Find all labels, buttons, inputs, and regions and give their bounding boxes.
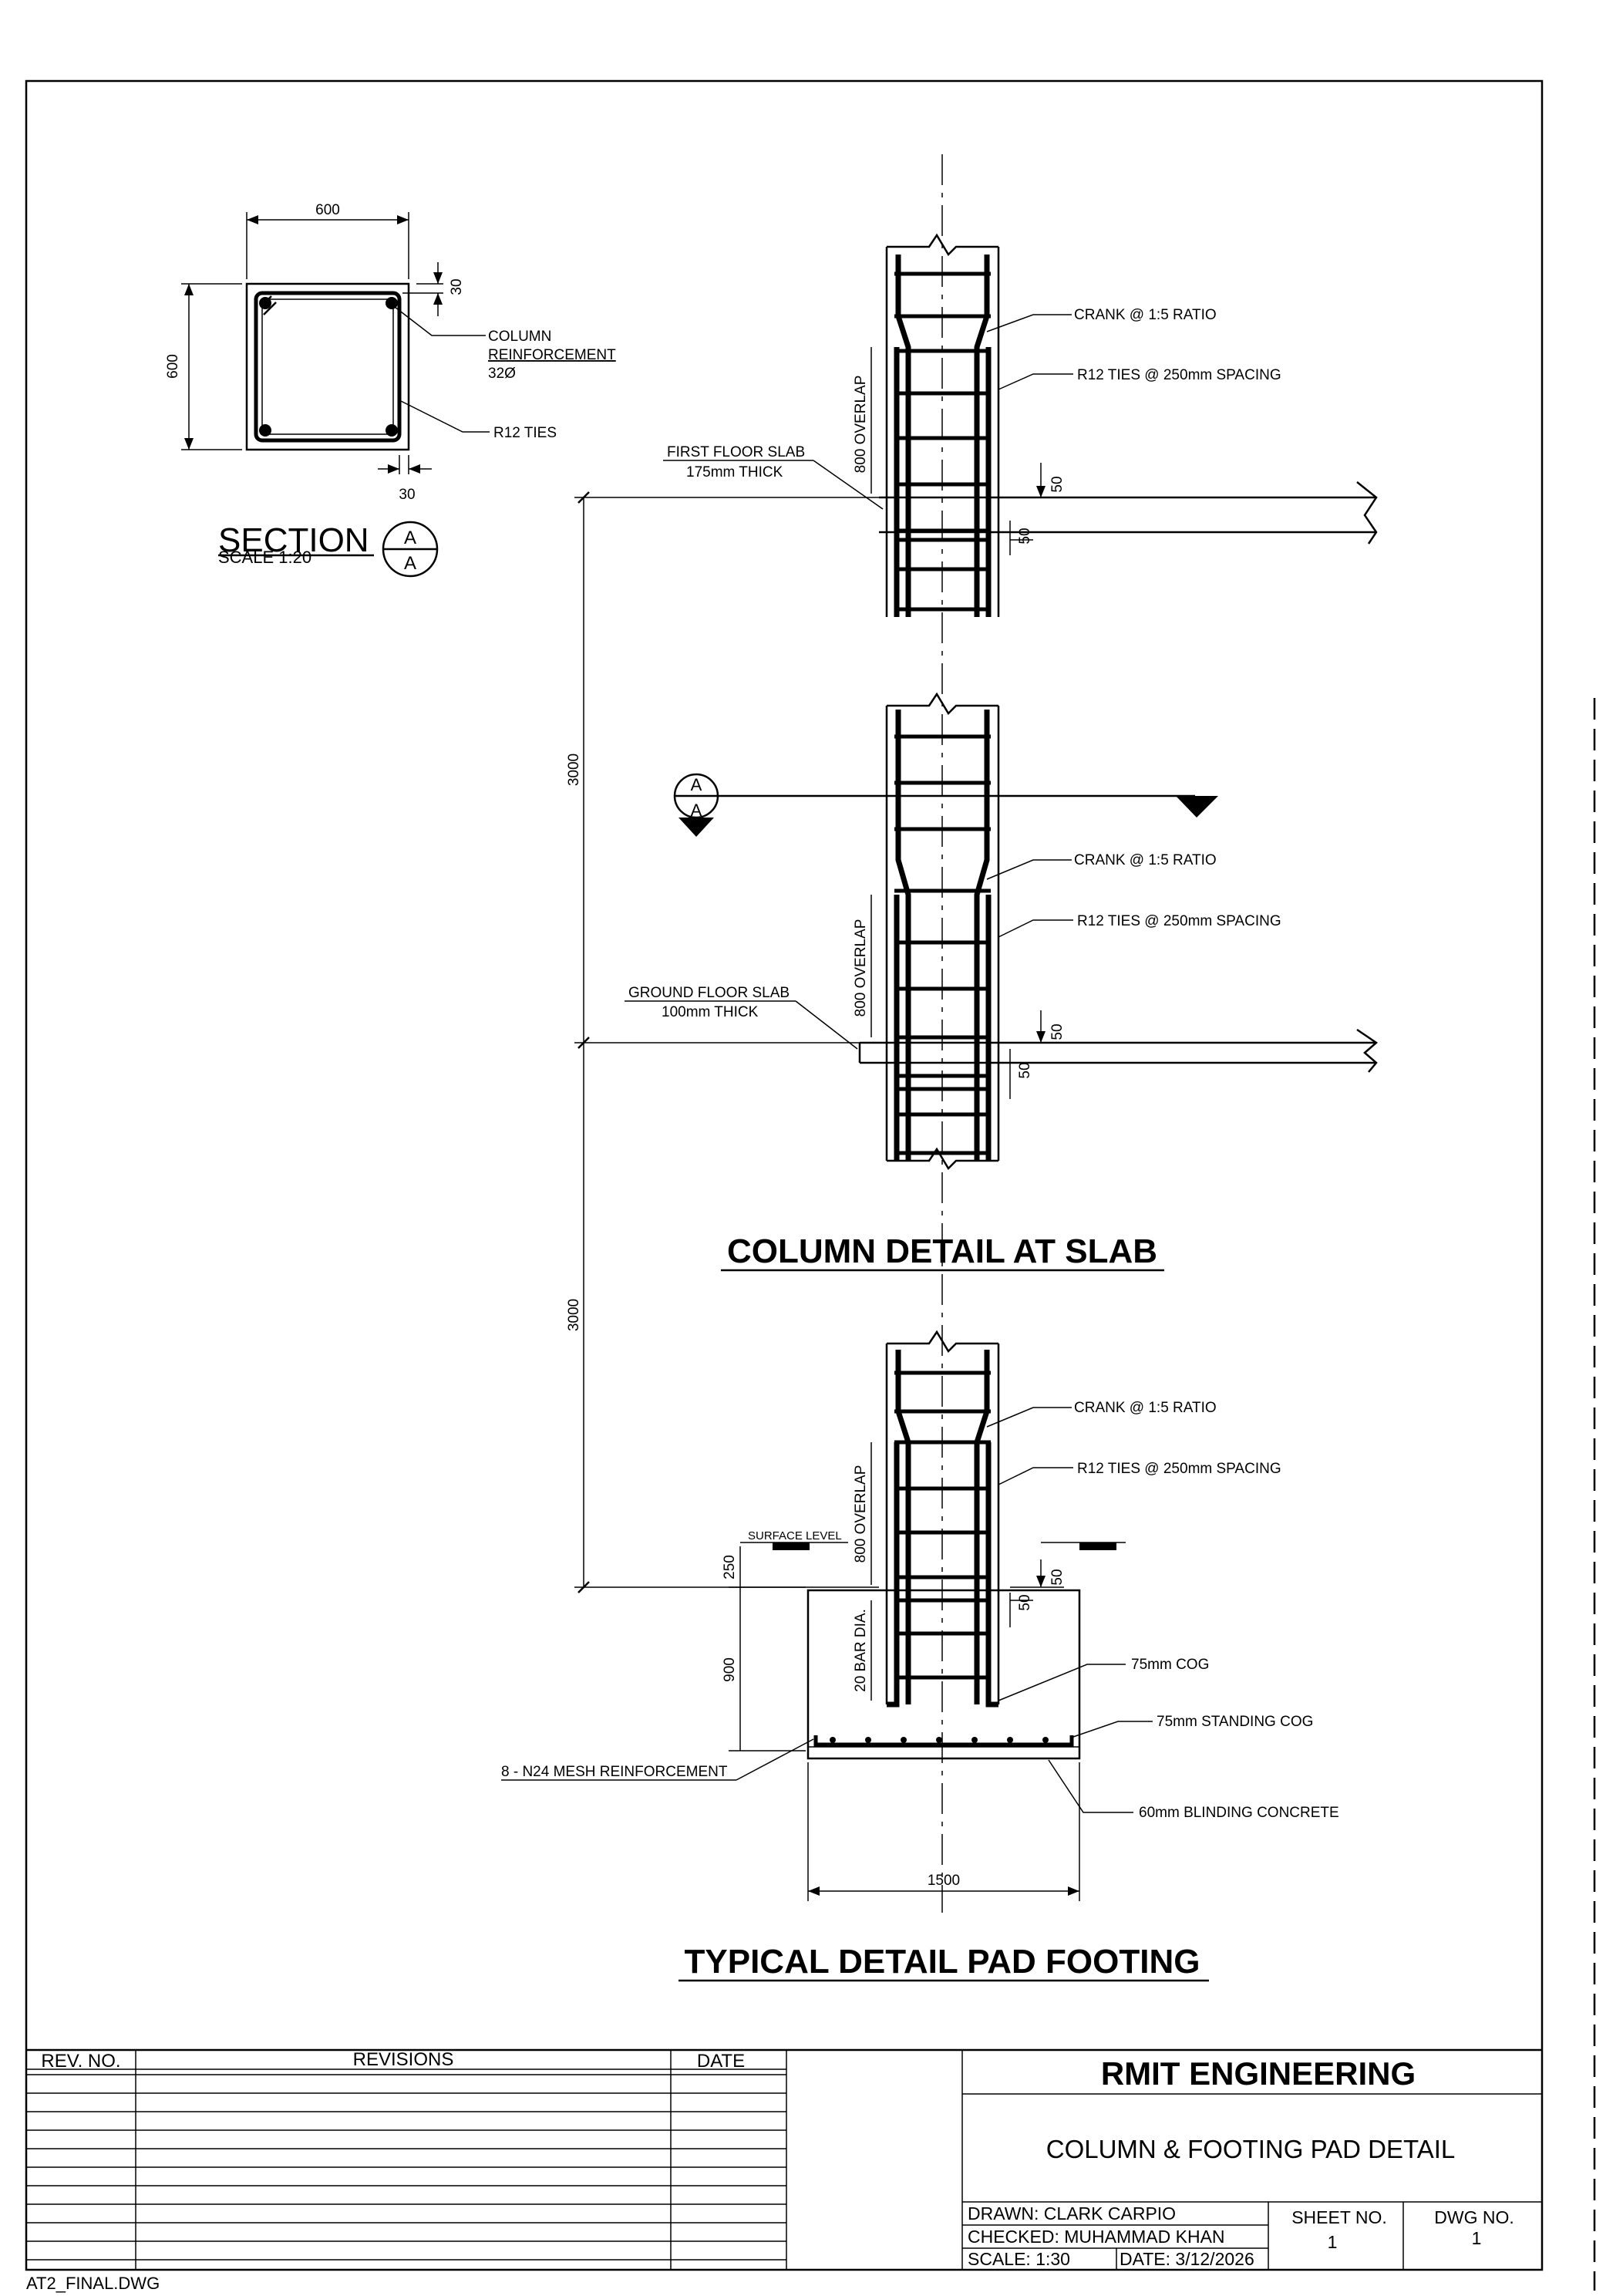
first-floor-label-2: 175mm THICK [686, 464, 783, 480]
column-upper: 800 OVERLAP CRANK @ 1:5 RATIO R12 TIES @… [663, 233, 1378, 617]
file-name: AT2_FINAL.DWG [26, 2274, 160, 2293]
section-label-reinf-2: REINFORCEMENT [488, 347, 616, 363]
checked-by: CHECKED: MUHAMMAD KHAN [968, 2227, 1225, 2247]
sheet-no-label: SHEET NO. [1291, 2207, 1387, 2227]
dim-50-upper-b: 50 [1017, 528, 1033, 544]
cut-marker-bottom: A [691, 801, 702, 820]
ties-footing: R12 TIES @ 250mm SPACING [1077, 1461, 1281, 1477]
column-middle: A A 800 OVERLAP CRANK @ 1:5 RATIO R12 TI… [625, 692, 1379, 1171]
cog-label: 75mm COG [1131, 1657, 1209, 1673]
first-floor-label-1: FIRST FLOOR SLAB [667, 444, 805, 460]
section-label-reinf-3: 32Ø [488, 366, 516, 382]
ties-middle: R12 TIES @ 250mm SPACING [1077, 913, 1281, 929]
rev-no-header: REV. NO. [41, 2051, 120, 2072]
column-detail-title: COLUMN DETAIL AT SLAB [727, 1232, 1157, 1270]
cut-marker-top: A [691, 775, 702, 794]
overlap-upper: 800 OVERLAP [853, 376, 869, 474]
dim-50-footing-b: 50 [1017, 1594, 1033, 1610]
date-value: DATE: 3/12/2026 [1120, 2249, 1254, 2269]
section-dim-cover-top: 30 [449, 278, 465, 295]
title-block: REV. NO. REVISIONS DATE RMIT ENGINEERING… [26, 2048, 1542, 2270]
section-label-reinf-1: COLUMN [488, 329, 551, 345]
section-dim-width: 600 [315, 202, 340, 218]
ground-floor-label-1: GROUND FLOOR SLAB [628, 985, 790, 1001]
section-label-ties: R12 TIES [493, 425, 557, 441]
crank-footing: CRANK @ 1:5 RATIO [1074, 1400, 1217, 1416]
storey-dimensions: 3000 3000 [566, 491, 879, 1593]
overlap-footing: 800 OVERLAP [853, 1465, 869, 1563]
dim-1500: 1500 [928, 1873, 960, 1889]
standing-cog-label: 75mm STANDING COG [1157, 1714, 1313, 1730]
dim-3000-lower: 3000 [566, 1299, 582, 1331]
dim-50-middle-b: 50 [1017, 1062, 1033, 1078]
surface-level-label: SURFACE LEVEL [748, 1529, 842, 1542]
section-detail: 600 600 30 30 COLUMN REINFORCEMENT 32Ø R… [165, 202, 616, 578]
section-marker-bottom: A [404, 553, 416, 574]
overlap-middle: 800 OVERLAP [853, 919, 869, 1017]
blinding-label: 60mm BLINDING CONCRETE [1139, 1805, 1339, 1821]
section-marker-top: A [404, 528, 416, 548]
sheet-no-value: 1 [1328, 2232, 1338, 2252]
pad-footing: SURFACE LEVEL 250 900 20 BAR DIA. 800 OV… [501, 1330, 1339, 1901]
dim-50-upper-a: 50 [1049, 476, 1066, 492]
revisions-header: REVISIONS [353, 2049, 454, 2070]
bar-dia-label: 20 BAR DIA. [853, 1609, 869, 1692]
scale-value: SCALE: 1:30 [968, 2249, 1070, 2269]
section-dim-height: 600 [165, 354, 181, 379]
date-header: DATE [697, 2051, 745, 2072]
dwg-no-label: DWG NO. [1434, 2207, 1514, 2227]
dim-900: 900 [722, 1657, 738, 1682]
section-scale: SCALE 1:20 [218, 548, 311, 567]
dim-50-footing-a: 50 [1049, 1569, 1066, 1585]
dim-3000-upper: 3000 [566, 754, 582, 786]
drawing-title: COLUMN & FOOTING PAD DETAIL [1046, 2135, 1456, 2163]
company-name: RMIT ENGINEERING [1101, 2055, 1416, 2092]
dim-250: 250 [722, 1555, 738, 1580]
crank-upper: CRANK @ 1:5 RATIO [1074, 307, 1217, 323]
crank-middle: CRANK @ 1:5 RATIO [1074, 852, 1217, 868]
sheet-border [25, 79, 1544, 2271]
ground-floor-label-2: 100mm THICK [662, 1004, 759, 1020]
ties-upper: R12 TIES @ 250mm SPACING [1077, 367, 1281, 383]
dim-50-middle-a: 50 [1049, 1023, 1066, 1040]
dwg-no-value: 1 [1472, 2228, 1482, 2248]
section-title: SECTION [218, 521, 369, 559]
section-dim-cover-bottom: 30 [399, 487, 415, 503]
footing-title: TYPICAL DETAIL PAD FOOTING [685, 1943, 1200, 1981]
mesh-label: 8 - N24 MESH REINFORCEMENT [501, 1764, 728, 1780]
drawn-by: DRAWN: CLARK CARPIO [968, 2203, 1176, 2224]
